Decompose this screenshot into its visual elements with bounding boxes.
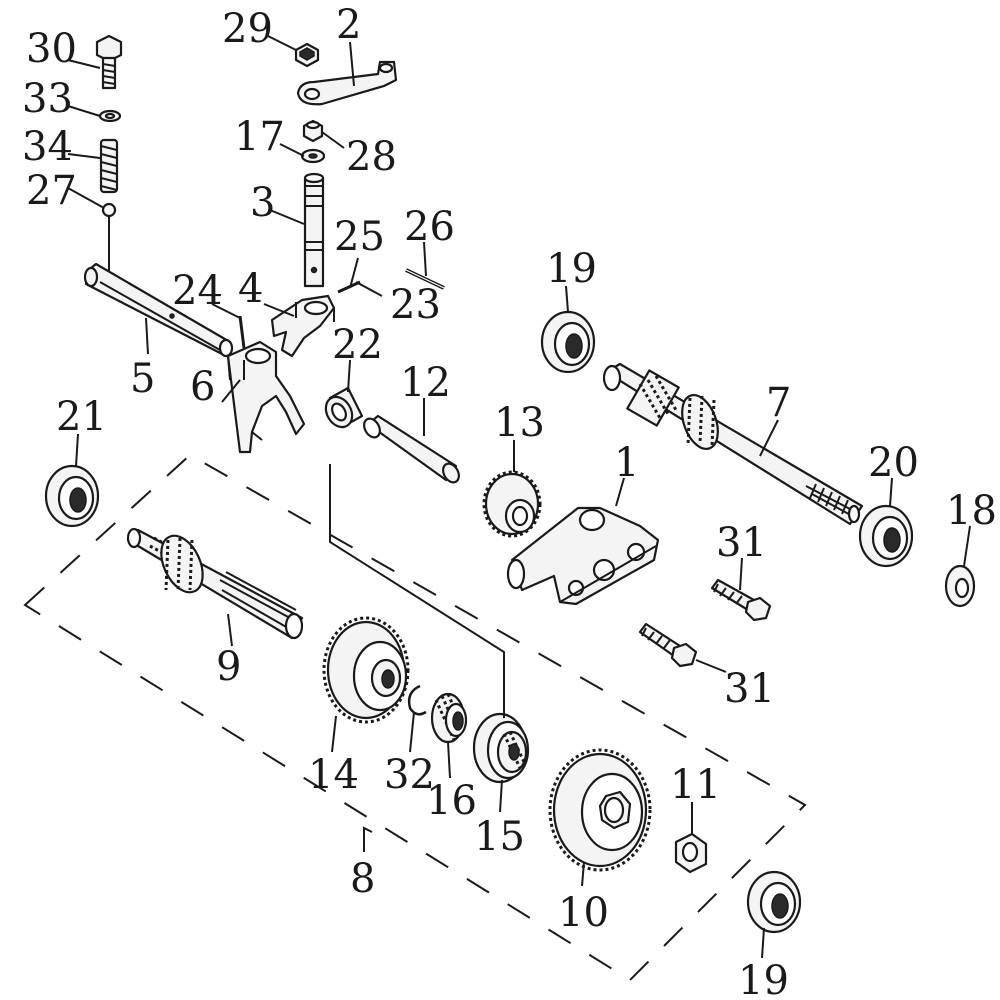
callout-15: 15 — [474, 814, 525, 860]
callout-30: 30 — [26, 26, 77, 72]
bolt-30 — [95, 34, 123, 90]
pin-24 — [238, 315, 246, 349]
gear-13 — [482, 470, 542, 538]
callout-19-top: 19 — [546, 246, 597, 292]
shift-plate-4 — [270, 294, 336, 358]
washer-18 — [944, 564, 976, 608]
bearing-19-bottom — [746, 870, 802, 934]
callout-31-lower: 31 — [724, 666, 775, 712]
ball-27 — [101, 202, 117, 218]
shift-fork-6 — [226, 340, 306, 454]
callout-26: 26 — [404, 204, 455, 250]
callout-14: 14 — [308, 752, 359, 798]
callout-8: 8 — [350, 856, 375, 902]
callout-25: 25 — [334, 214, 385, 260]
bearing-19-top — [540, 310, 596, 374]
callout-13: 13 — [494, 400, 545, 446]
pin-26 — [405, 268, 445, 290]
callout-24: 24 — [172, 268, 223, 314]
callout-29: 29 — [222, 6, 273, 52]
callout-16: 16 — [426, 778, 477, 824]
shift-shaft-5 — [83, 262, 234, 358]
callout-4: 4 — [238, 266, 263, 312]
shift-arm-2 — [296, 60, 398, 106]
callout-7: 7 — [766, 380, 791, 426]
callout-31-upper: 31 — [716, 520, 767, 566]
bearing-21 — [44, 464, 100, 528]
bolt-31-upper — [710, 578, 772, 622]
gear-14 — [322, 616, 410, 724]
bracket-1 — [506, 506, 660, 606]
bushing-22 — [324, 386, 364, 429]
callout-11: 11 — [670, 762, 721, 808]
spring-34 — [99, 138, 119, 194]
assembly-group-boundary — [23, 453, 807, 982]
nut-11 — [674, 832, 708, 874]
tube-12 — [363, 414, 460, 484]
callout-5: 5 — [130, 356, 155, 402]
gear-10 — [548, 748, 652, 872]
callout-33: 33 — [22, 76, 73, 122]
washer-17 — [300, 148, 326, 164]
callout-10: 10 — [558, 890, 609, 936]
callout-32: 32 — [384, 752, 435, 798]
callout-27: 27 — [26, 168, 77, 214]
pin-25 — [337, 280, 361, 294]
callout-19-bottom: 19 — [738, 958, 789, 1000]
countershaft-9 — [126, 527, 304, 640]
shaft-3 — [303, 172, 325, 288]
washer-33 — [98, 109, 122, 123]
callout-18: 18 — [946, 488, 997, 534]
bolt-31-lower — [638, 622, 698, 668]
callout-2: 2 — [336, 2, 361, 48]
callout-1: 1 — [614, 440, 639, 486]
needle-bearing-16 — [430, 692, 468, 744]
callout-12: 12 — [400, 360, 451, 406]
callout-34: 34 — [22, 124, 73, 170]
callout-21: 21 — [56, 394, 107, 440]
main-shaft-7 — [602, 362, 864, 526]
callout-3: 3 — [250, 180, 275, 226]
leader-lines — [67, 35, 971, 959]
callout-20: 20 — [868, 440, 919, 486]
callout-6: 6 — [190, 364, 215, 410]
sleeve-15 — [472, 712, 530, 784]
callout-17: 17 — [234, 114, 285, 160]
nut-29 — [294, 42, 320, 68]
callout-23: 23 — [390, 282, 441, 328]
callout-22: 22 — [332, 322, 383, 368]
callout-28: 28 — [346, 134, 397, 180]
bearing-20 — [858, 504, 914, 568]
collar-28 — [302, 119, 324, 143]
callout-9: 9 — [216, 644, 241, 690]
circlip-32 — [407, 684, 427, 716]
callout-labels: 30 33 34 27 29 2 17 28 3 25 26 23 4 24 5… — [22, 2, 997, 1000]
